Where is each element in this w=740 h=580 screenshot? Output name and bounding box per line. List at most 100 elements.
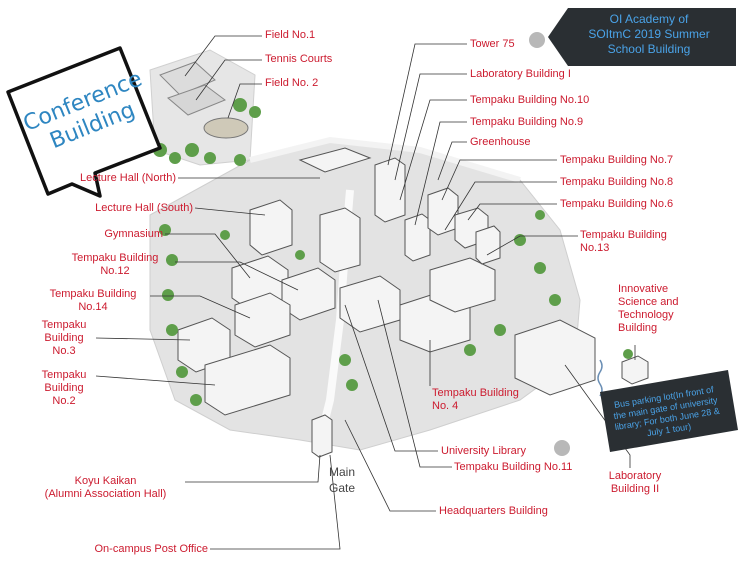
label-university-library: University Library: [441, 445, 526, 457]
label-lecture-hall-south: Lecture Hall (South): [95, 202, 193, 214]
leader-lab1: [394, 73, 467, 181]
label-tempaku9: Tempaku Building No.9: [470, 116, 584, 128]
label-innovative-line4: Building: [618, 322, 658, 334]
tree: [623, 349, 633, 359]
leader-tempaku10: [399, 99, 467, 201]
leader-tempaku3: [95, 337, 191, 341]
tree: [494, 324, 506, 336]
label-headquarters: Headquarters Building: [439, 505, 548, 517]
tree: [535, 210, 545, 220]
label-gymnasium: Gymnasium: [104, 228, 163, 240]
leader-tempaku13: [486, 235, 578, 256]
innovative-building-shape: [621, 355, 649, 385]
tennis-courts-shape: [167, 84, 227, 116]
tree: [249, 106, 261, 118]
label-tempaku13-line1: Tempaku Building: [580, 229, 667, 241]
leader-tempaku7: [441, 159, 557, 201]
field-no2-shape: [203, 117, 249, 139]
label-tower75: Tower 75: [470, 38, 515, 50]
leader-headquarters: [344, 419, 436, 512]
tree: [220, 230, 230, 240]
summer-school-callout-shape: [548, 8, 736, 66]
label-tempaku14: Tempaku Building No.14: [38, 288, 148, 314]
summer-school-line1: OI Academy of: [609, 12, 689, 26]
label-koyu-line2: (Alumni Association Hall): [44, 488, 167, 500]
leader-tempaku9: [414, 121, 467, 226]
label-tempaku2-line1: Tempaku: [41, 369, 87, 381]
leader-koyu: [185, 454, 321, 483]
label-tempaku11: Tempaku Building No.11: [454, 461, 573, 473]
label-laboratory-building-i: Laboratory Building I: [470, 68, 571, 80]
leader-tempaku11: [377, 299, 452, 468]
tempaku9-shape: [404, 213, 431, 262]
label-tempaku3-line3: No.3: [52, 345, 76, 357]
leader-field1: [184, 35, 262, 77]
koyu-kaikan-shape: [311, 414, 333, 458]
leader-lines: [95, 35, 636, 550]
summer-school-line3: School Building: [607, 42, 691, 56]
leader-library: [344, 304, 438, 452]
label-tempaku8: Tempaku Building No.8: [560, 176, 674, 188]
tree: [514, 234, 526, 246]
lecture-hall-south-shape: [249, 199, 293, 256]
label-tennis-courts: Tennis Courts: [265, 53, 333, 65]
tree: [166, 254, 178, 266]
tree: [166, 324, 178, 336]
buildings: [177, 147, 649, 458]
leader-field2: [227, 83, 262, 119]
tempaku13-shape: [429, 257, 496, 313]
tower75-marker: [529, 32, 545, 48]
leader-tempaku6: [467, 203, 557, 221]
tempaku14-shape: [234, 292, 291, 348]
label-tempaku4-line1: Tempaku Building: [432, 387, 519, 399]
label-tempaku2-line3: No.2: [52, 395, 76, 407]
label-greenhouse: Greenhouse: [470, 136, 531, 148]
leader-tempaku14: [150, 295, 251, 319]
tree: [176, 366, 188, 378]
lecture-hall-north-shape: [298, 147, 372, 173]
tree: [534, 262, 546, 274]
stream: [597, 359, 603, 397]
leader-tempaku2: [95, 375, 216, 386]
leader-tempaku8: [444, 181, 557, 231]
label-tempaku3: Tempaku Building No.3: [34, 319, 94, 358]
label-tempaku12: Tempaku Building No.12: [58, 252, 172, 278]
tree: [464, 344, 476, 356]
leader-lab2: [564, 364, 631, 468]
label-lab2-line1: Laboratory: [608, 470, 662, 482]
tree: [185, 143, 199, 157]
label-tempaku3-line1: Tempaku: [41, 319, 87, 331]
tree: [204, 152, 216, 164]
leader-tower75: [387, 43, 467, 166]
main-gate-label: Main Gate: [318, 464, 366, 496]
leader-gymnasium: [165, 233, 251, 279]
main-gate-line1: Main: [328, 465, 355, 479]
tree: [159, 224, 171, 236]
label-tempaku3-line2: Building: [44, 332, 84, 344]
label-post-office: On-campus Post Office: [94, 543, 208, 555]
leader-tennis: [195, 59, 262, 101]
tree: [295, 250, 305, 260]
label-laboratory-building-ii: Laboratory Building II: [600, 470, 670, 496]
label-tempaku14-line1: Tempaku Building: [49, 288, 137, 300]
leader-tempaku12: [175, 261, 299, 291]
tree: [549, 294, 561, 306]
tree: [234, 154, 246, 166]
label-tempaku2: Tempaku Building No.2: [34, 369, 94, 408]
label-tempaku4: Tempaku Building No. 4: [432, 387, 519, 413]
leader-lecture-south: [194, 207, 266, 216]
central-block-shape: [319, 207, 361, 273]
tempaku2-shape: [204, 344, 291, 416]
tree: [346, 379, 358, 391]
label-innovative-line3: Technology: [618, 309, 674, 321]
tree: [169, 152, 181, 164]
label-tempaku12-line1: Tempaku Building: [71, 252, 159, 264]
trees: [153, 98, 633, 406]
label-tempaku13-line2: No.13: [580, 242, 610, 254]
label-tempaku2-line2: Building: [44, 382, 84, 394]
label-lab2-line2: Building II: [610, 483, 660, 495]
summer-school-line2: SOItmC 2019 Summer: [588, 27, 710, 41]
library-marker: [554, 440, 570, 456]
